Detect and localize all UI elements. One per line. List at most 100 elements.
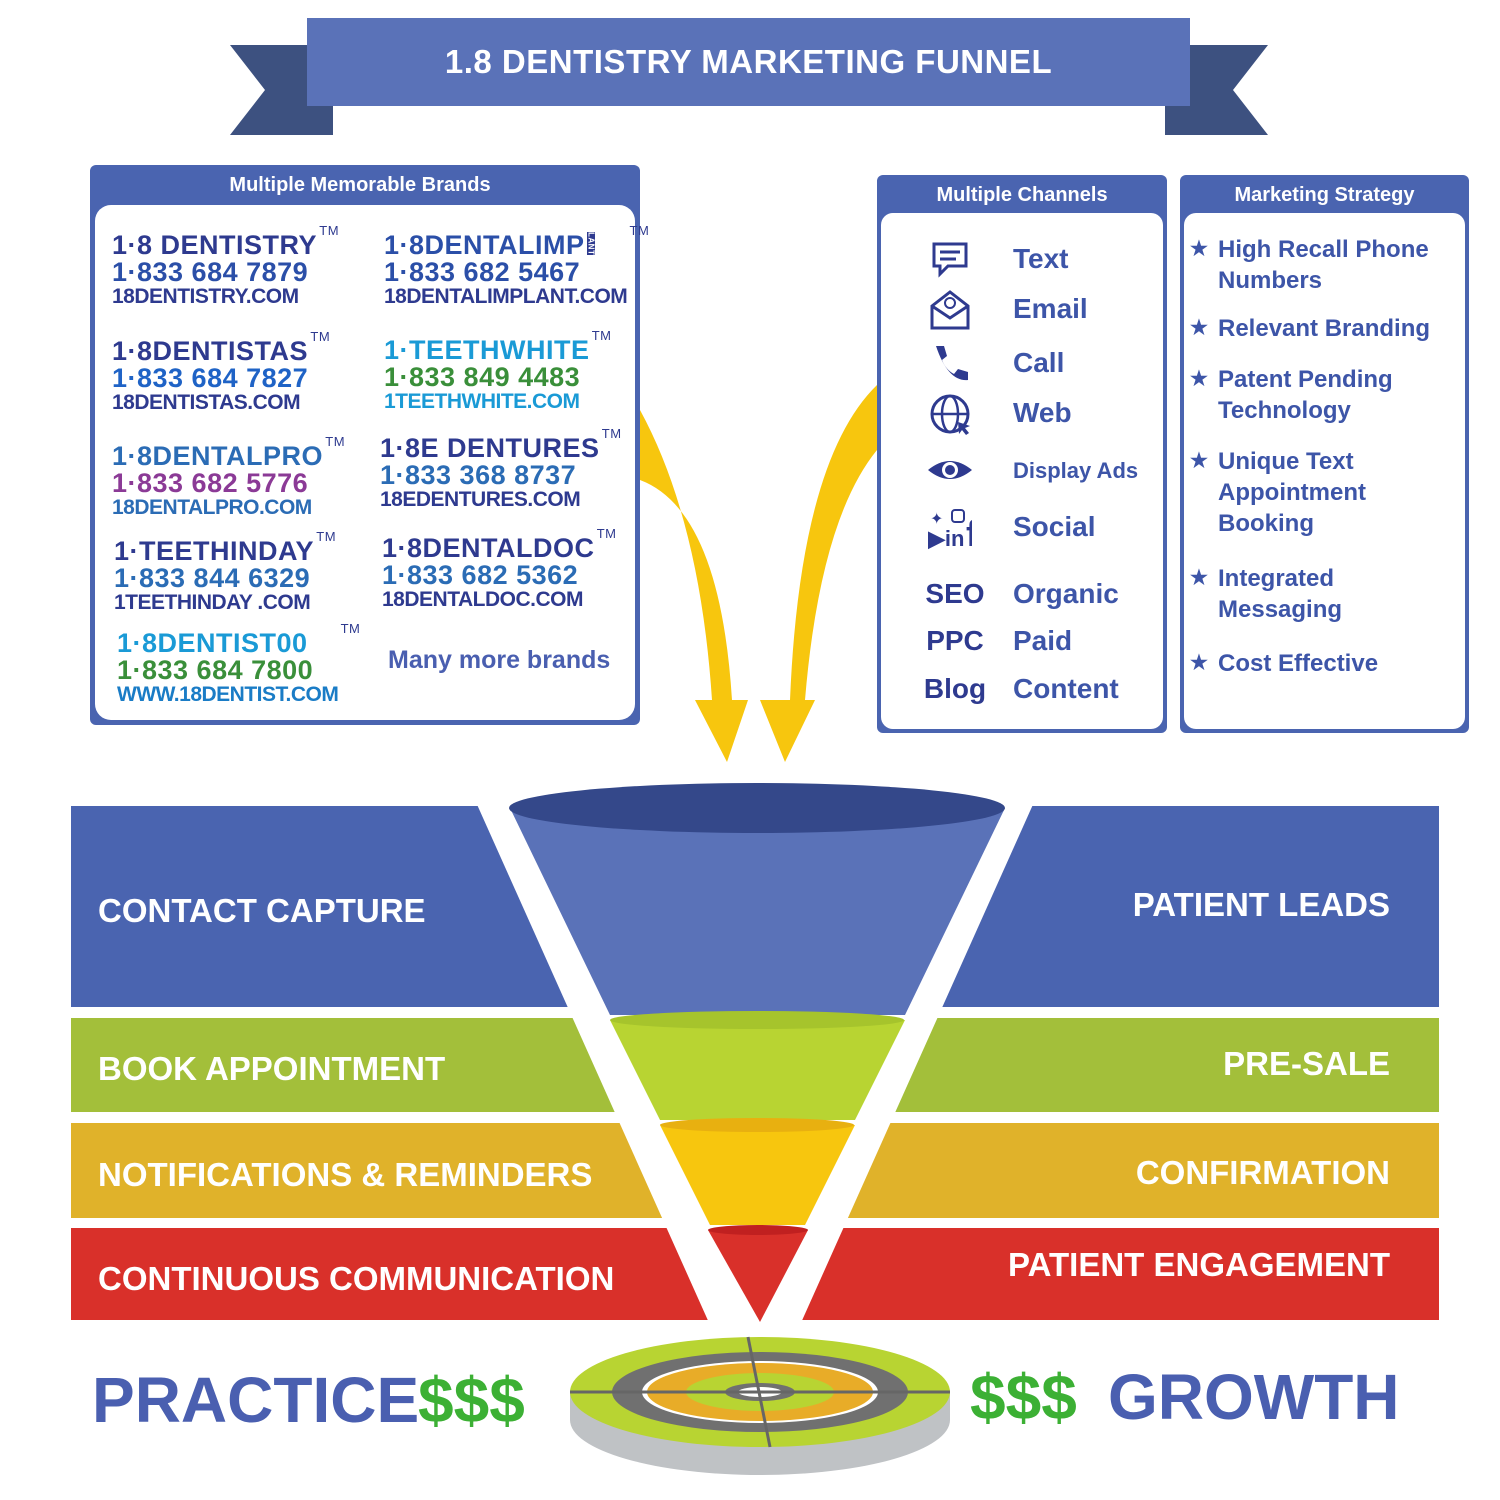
strategy-item: ★ Cost Effective — [1190, 648, 1460, 679]
funnel-left-1: CONTACT CAPTURE — [98, 892, 426, 929]
brand-url: 18DENTALIMPLANT.COM — [384, 286, 628, 307]
practice-label: PRACTICE — [92, 1364, 420, 1436]
star-icon: ★ — [1190, 450, 1208, 472]
channel-label: Text — [1013, 243, 1069, 274]
brand-url: WWW.18DENTIST.COM — [117, 684, 339, 705]
strategy-text: Integrated Messaging — [1218, 565, 1343, 623]
channel-prefix: PPC — [926, 625, 984, 656]
trademark: TM — [601, 426, 622, 441]
star-icon: ★ — [1190, 652, 1208, 674]
funnel-right-1: PATIENT LEADS — [1132, 886, 1390, 923]
brands-heading: Multiple Memorable Brands — [229, 174, 491, 196]
brand-phone: 1·833 682 5362 — [382, 562, 595, 589]
strategy-item: ★ High Recall Phone Numbers — [1190, 234, 1460, 296]
strategy-text: Unique Text Appointment Booking — [1218, 448, 1366, 537]
many-more-brands: Many more brands — [388, 646, 611, 674]
funnel-green — [610, 1020, 905, 1120]
brand-phone: 1·833 684 7879 — [112, 259, 317, 286]
page-title: 1.8 DENTISTRY MARKETING FUNNEL — [444, 43, 1053, 80]
eye-icon — [928, 461, 972, 479]
trademark: TM — [319, 223, 340, 238]
strategy-text: High Recall Phone Numbers — [1218, 236, 1429, 294]
channels-heading: Multiple Channels — [936, 184, 1108, 206]
brand-phone-text: 1·833 844 6329 — [114, 563, 311, 593]
svg-text:✦: ✦ — [930, 511, 943, 528]
brand-name-text: 1·8DENTALDOC — [382, 533, 595, 563]
channel-label: Email — [1013, 293, 1088, 324]
strategy-text: Patent Pending Technology — [1218, 366, 1393, 424]
strategy-text: Cost Effective — [1218, 650, 1379, 677]
brand-phone-text: 1·833 684 7827 — [112, 363, 309, 393]
brand-name-text: 1·8DENTISTAS — [112, 336, 309, 366]
phone-icon — [936, 346, 968, 381]
funnel-left-3: NOTIFICATIONS & REMINDERS — [98, 1156, 593, 1193]
brand-phone: 1·833 682 5776 — [112, 470, 323, 497]
funnel-right-2: PRE-SALE — [1223, 1045, 1390, 1082]
brand-url-text: 1TEETHWHITE.COM — [384, 390, 580, 413]
svg-text:▶in: ▶in — [928, 526, 964, 550]
brand-url: 18DENTISTRY.COM — [112, 286, 317, 307]
brand-url: 1TEETHINDAY .COM — [114, 592, 314, 613]
brand-name: 1·8DENTIST00 TM — [117, 622, 360, 658]
brand-url: 18EDENTURES.COM — [380, 489, 600, 510]
brand-name-text: 1·8E DENTURES — [380, 433, 600, 463]
growth-label: GROWTH — [1108, 1361, 1400, 1433]
brand-url-text: 18DENTISTAS.COM — [112, 391, 301, 414]
brand-tag: LANT — [586, 232, 596, 256]
trademark: TM — [596, 526, 617, 541]
funnel-right-4: PATIENT ENGAGEMENT — [1008, 1246, 1390, 1283]
brand-url-text: 18DENTALDOC.COM — [382, 588, 583, 611]
dollars-left: $$$ — [418, 1364, 525, 1436]
brand-phone-text: 1·833 682 5776 — [112, 468, 309, 498]
funnel-top — [510, 808, 1005, 1015]
funnel-right-3: CONFIRMATION — [1135, 1154, 1390, 1191]
brand-url-text: 18EDENTURES.COM — [380, 488, 581, 511]
strategy-item: ★Integrated Messaging — [1190, 563, 1460, 625]
target-icon — [570, 1336, 950, 1475]
brand-phone: 1·833 849 4483 — [384, 364, 590, 391]
brand-url: 1TEETHWHITE.COM — [384, 391, 590, 412]
svg-text:f: f — [966, 513, 972, 550]
brand-url-text: 18DENTALPRO.COM — [112, 496, 312, 519]
dollars-right: $$$ — [970, 1361, 1077, 1433]
brand-url: 18DENTALDOC.COM — [382, 589, 595, 610]
strategy-heading: Marketing Strategy — [1234, 184, 1415, 206]
brand-phone-text: 1·833 368 8737 — [380, 460, 577, 490]
brand-url-text: 18DENTISTRY.COM — [112, 285, 299, 308]
brand-phone-text: 1·833 684 7800 — [117, 655, 314, 685]
brand-name-text: 1·8DENTALPRO — [112, 441, 324, 471]
brand-phone-text: 1·833 684 7879 — [112, 257, 309, 287]
funnel-red — [708, 1230, 808, 1322]
strategy-item: ★ Unique Text Appointment Booking — [1190, 446, 1460, 539]
trademark: TM — [340, 621, 361, 636]
arrow-left — [640, 410, 748, 762]
brand-phone-text: 1·833 682 5362 — [382, 560, 579, 590]
channel-label: Display Ads — [1013, 458, 1139, 483]
strategy-item: ★Patent Pending Technology — [1190, 364, 1460, 426]
brand-url: 18DENTALPRO.COM — [112, 497, 323, 518]
channel-prefix: Blog — [923, 673, 987, 704]
brand-name-text: 1·8 DENTISTRY — [112, 230, 318, 260]
brand-url-text: 1TEETHINDAY .COM — [114, 591, 311, 614]
brand-url: 18DENTISTAS.COM — [112, 392, 308, 413]
star-icon: ★ — [1190, 317, 1208, 339]
funnel-yellow — [660, 1125, 855, 1225]
social-icons: ▶in✦ f — [928, 509, 972, 550]
brand-phone-text: 1·833 849 4483 — [384, 362, 581, 392]
brand-name-text: 1·TEETHWHITE — [384, 335, 590, 365]
channel-prefix: SEO — [925, 578, 985, 609]
trademark: TM — [316, 529, 337, 544]
brand-name-text: 1·8DENTIST00 — [117, 628, 308, 658]
star-icon: ★ — [1190, 238, 1208, 260]
channel-label: Web — [1013, 397, 1072, 428]
